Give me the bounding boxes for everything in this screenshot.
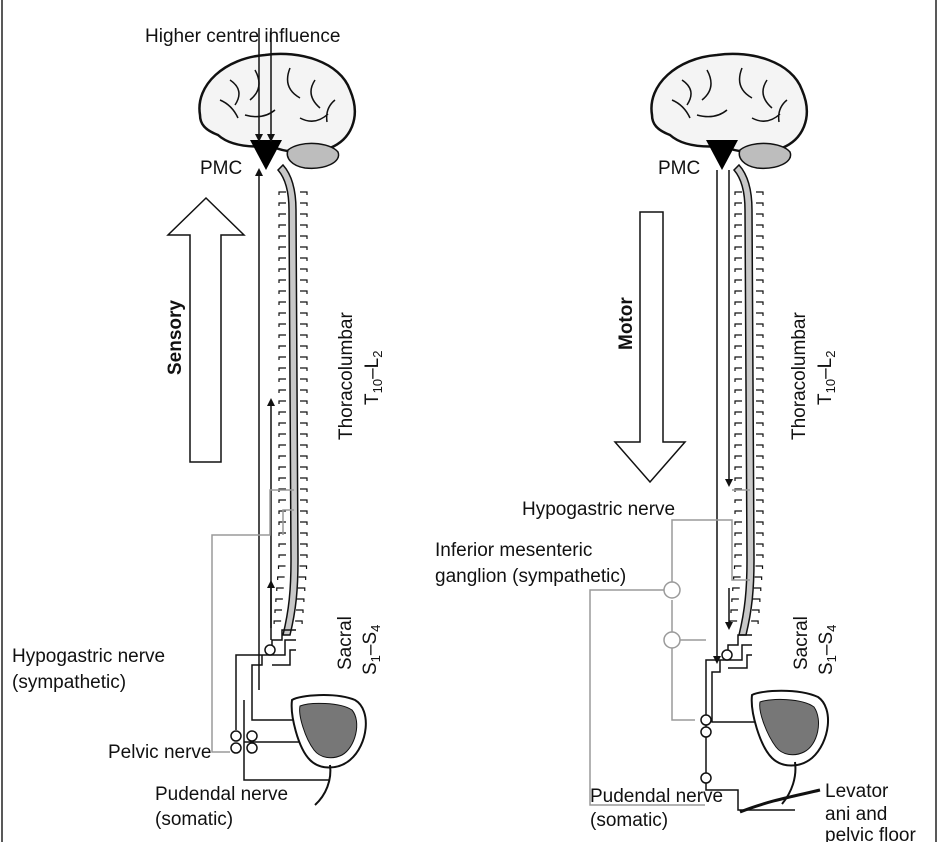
right-motor-label: Motor: [616, 297, 637, 350]
left-hypogastric-label-1: Hypogastric nerve: [12, 646, 165, 667]
right-panel: PMC Motor Thoracolumbar T10–L2 Sacral S1…: [435, 54, 916, 842]
right-img-label-2: ganglion (sympathetic): [435, 566, 626, 587]
right-bladder-icon: [740, 691, 828, 812]
left-junction-2: [231, 731, 241, 741]
right-pmc-label: PMC: [658, 158, 700, 179]
left-s1-s4-label: S1–S4: [360, 625, 383, 675]
left-pmc-label: PMC: [200, 158, 242, 179]
right-levator-label-2: ani and: [825, 804, 887, 825]
right-ganglion-upper: [664, 582, 680, 598]
right-hypogastric-label: Hypogastric nerve: [522, 499, 675, 520]
left-pudendal-label-2: (somatic): [155, 809, 233, 830]
right-levator-label-3: pelvic floor: [825, 825, 916, 842]
right-pelvic-floor-line: [740, 790, 820, 812]
left-pudendal-label-1: Pudendal nerve: [155, 784, 288, 805]
right-img-label-1: Inferior mesenteric: [435, 540, 592, 561]
right-thoracolumbar-label: Thoracolumbar: [789, 312, 810, 440]
higher-centre-influence-label: Higher centre influence: [145, 26, 340, 47]
right-junction-2: [701, 715, 711, 725]
right-s1-s4-label: S1–S4: [816, 625, 839, 675]
left-panel: PMC Sensory Thoracolumbar T10–L2 Sacral …: [12, 28, 385, 830]
right-junction-4: [701, 773, 711, 783]
right-ganglion-lower: [664, 632, 680, 648]
right-pudendal-label-2: (somatic): [590, 810, 668, 831]
left-sacral-label: Sacral: [335, 616, 356, 670]
left-pmc-triangle: [250, 140, 282, 170]
right-t10-l2-label: T10–L2: [815, 351, 838, 405]
right-cerebellum-icon: [739, 143, 790, 168]
left-cerebellum-icon: [287, 143, 338, 168]
left-hypogastric-nerve-path: [212, 490, 294, 752]
left-junction-1: [265, 645, 275, 655]
right-pmc-triangle: [706, 140, 738, 170]
right-sacral-label: Sacral: [791, 616, 812, 670]
left-hypogastric-label-2: (sympathetic): [12, 672, 126, 693]
left-junction-4: [231, 743, 241, 753]
right-junction-1: [722, 650, 732, 660]
right-pudendal-label-1: Pudendal nerve: [590, 786, 723, 807]
left-pelvic-label: Pelvic nerve: [108, 742, 212, 763]
right-junction-3: [701, 727, 711, 737]
left-sensory-label: Sensory: [165, 300, 186, 375]
left-brain-icon: [199, 54, 354, 168]
left-bladder-icon: [292, 695, 366, 805]
left-junction-3: [247, 731, 257, 741]
right-levator-label-1: Levator: [825, 781, 889, 802]
left-thoracolumbar-label: Thoracolumbar: [336, 312, 357, 440]
left-junction-5: [247, 743, 257, 753]
left-t10-l2-label: T10–L2: [362, 351, 385, 405]
